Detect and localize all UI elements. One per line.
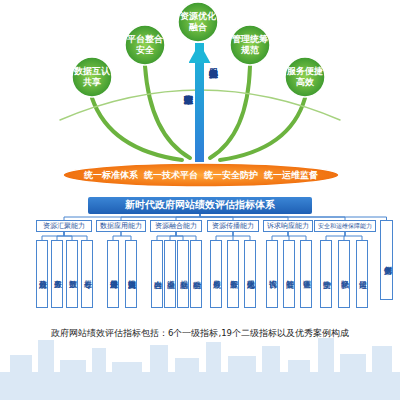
node-text: 资源传播能力 [212, 221, 254, 231]
up-arrow [195, 43, 204, 162]
level1-box: 数据应用能力 [96, 220, 146, 232]
fan-arc [210, 66, 250, 158]
circle-shape [285, 57, 325, 97]
city-skyline [0, 338, 400, 400]
tree-connector [157, 232, 176, 240]
level1-box: 诉求响应能力 [263, 220, 313, 232]
building [288, 360, 310, 400]
tree-connector [345, 232, 362, 240]
node-text: 诉求响应能力 [267, 221, 309, 231]
node-text: 数据应用能力 [100, 221, 142, 231]
tree-connector [176, 232, 196, 240]
circle-shape [125, 25, 165, 65]
level2-box: 征集调查 [300, 240, 312, 308]
goal-circle: 平台整合安全 [124, 24, 166, 66]
goal-circle: 资源优化融合 [177, 1, 219, 43]
node-text: 数据互认共享 [74, 66, 110, 88]
ellipse-shape [63, 163, 339, 187]
node-text: 服务便捷高效 [287, 66, 323, 88]
level2-box: 导航服务 [210, 240, 222, 308]
tree-connector [170, 232, 176, 240]
node-text: 安全和运维保障能力 [318, 221, 372, 231]
building [60, 360, 86, 400]
building [150, 345, 168, 400]
goal-circle: 管理统筹规范 [229, 24, 271, 66]
node-text: 新时代政府网站绩效评估指标体系 [125, 199, 275, 212]
node-text: 统一标准体系 [84, 169, 138, 182]
circle-shape [72, 57, 112, 97]
circle-shape [178, 2, 218, 42]
caption-text: 政府网站绩效评估指标包括：6个一级指标,19个二级指标以及优秀案例构成 [0, 328, 400, 340]
node-text: 统一运维监督 [264, 169, 318, 182]
level2-box: 咨询投诉 [266, 240, 278, 308]
level2-box: 对内提供数据决策 [125, 240, 137, 308]
building [112, 362, 142, 400]
level1-box: 安全和运维保障能力 [314, 220, 376, 232]
building [262, 346, 280, 400]
level2-box: 渠道融合 [164, 240, 176, 308]
level1-box: 资源汇聚能力 [36, 220, 92, 232]
root-bar: 新时代政府网站绩效评估指标体系 [88, 197, 312, 214]
tree-connector [272, 232, 288, 240]
node-text: 管理统筹规范 [232, 34, 268, 56]
level2-box: 日常运维 [356, 240, 368, 308]
level1-box: 资源传播能力 [207, 220, 259, 232]
building [372, 346, 392, 400]
tree-connector [233, 232, 250, 240]
tree-connector [288, 232, 306, 240]
level2-box: 智能问答 [283, 240, 295, 308]
tree-connector [42, 232, 64, 240]
tree-connector [326, 232, 345, 240]
level2-box: 智能服务 [227, 240, 239, 308]
building [318, 338, 334, 400]
building [38, 340, 54, 400]
level2-box: 隐私保护 [338, 240, 350, 308]
node-text: 资源融合能力 [155, 221, 197, 231]
fan-arc [92, 98, 182, 160]
building [340, 354, 366, 400]
level2-box: 适老化无障碍 [244, 240, 256, 308]
node-text: 资源优化融合 [180, 11, 216, 33]
level2-box: 功能融合 [190, 240, 202, 308]
level2-box: 专题专栏 [81, 240, 93, 308]
tree-connector [121, 232, 131, 240]
building [175, 358, 199, 400]
tree-connector [57, 232, 64, 240]
level2-box: 政务服务 [51, 240, 63, 308]
level1-box: 资源融合能力 [150, 220, 202, 232]
level2-box: 内容融合 [151, 240, 163, 308]
node-text: 平台整合安全 [127, 34, 163, 56]
level2-box: 政府信息公开 [36, 240, 48, 308]
level2-box: 对外提供应用服务 [107, 240, 119, 308]
level2-box: 开放数据 [66, 240, 78, 308]
node-text: 统一技术平台 [144, 169, 198, 182]
principle-band: 统一标准体系统一技术平台统一安全防护统一运维监督 [62, 162, 340, 188]
fan-arc [220, 98, 305, 160]
building [206, 342, 221, 400]
goal-circle: 服务便捷高效 [284, 56, 326, 98]
building [10, 355, 32, 400]
tree-connector [64, 232, 87, 240]
fan-arc [145, 66, 190, 158]
goal-circle: 数据互认共享 [71, 56, 113, 98]
tree-connector [113, 232, 121, 240]
level2-box: 安全防护 [320, 240, 332, 308]
node-text: 统一安全防护 [204, 169, 258, 182]
level2-box: 规划融合 [177, 240, 189, 308]
case-box: 优秀创新案例 [380, 220, 393, 300]
node-text: 资源汇聚能力 [43, 221, 85, 231]
circle-shape [230, 25, 270, 65]
building [228, 356, 256, 400]
tree-connector [216, 232, 233, 240]
building [92, 348, 106, 400]
